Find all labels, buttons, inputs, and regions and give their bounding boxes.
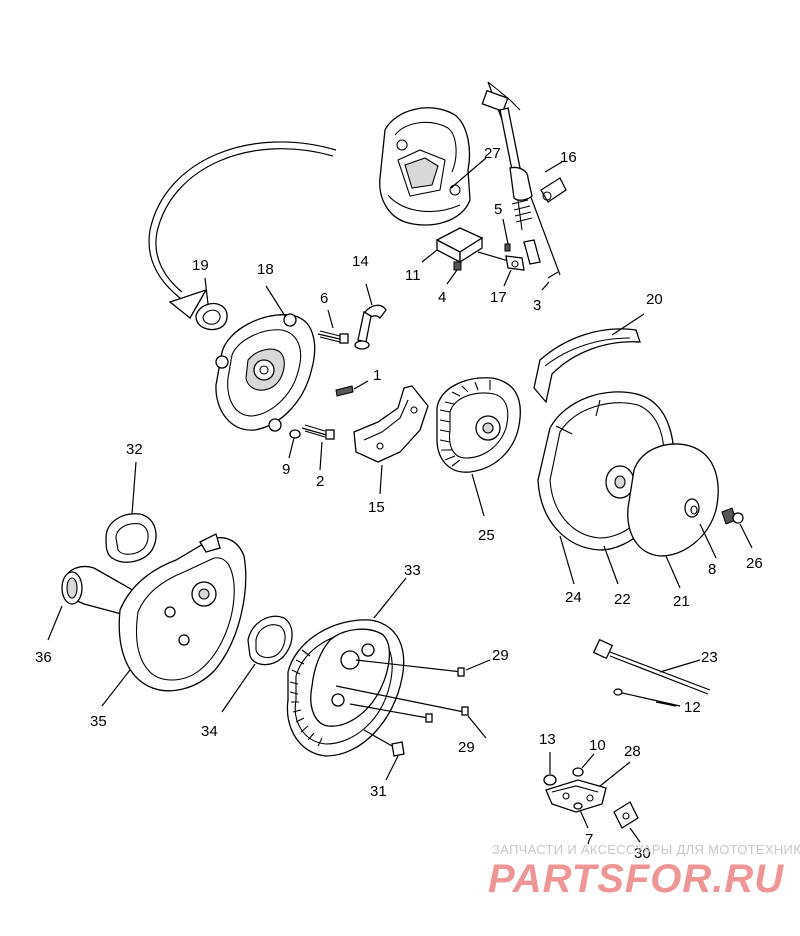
callout-20: 20 bbox=[646, 291, 663, 308]
callout-25: 25 bbox=[478, 527, 495, 544]
callout-34: 34 bbox=[201, 723, 218, 740]
callout-14: 14 bbox=[352, 253, 369, 270]
callout-23: 23 bbox=[701, 649, 718, 666]
filter-element-part-25 bbox=[436, 377, 521, 517]
watermark-logo: PARTSFOR.RU bbox=[488, 857, 784, 901]
rod-part-23 bbox=[592, 638, 711, 695]
bracket-part-28 bbox=[545, 761, 631, 813]
trim-part-20 bbox=[533, 313, 645, 404]
nut-part-31 bbox=[363, 729, 405, 781]
callout-35: 35 bbox=[90, 713, 107, 730]
callout-11: 11 bbox=[405, 267, 421, 284]
clip-part-30 bbox=[613, 801, 641, 843]
bracket-part-15 bbox=[353, 385, 429, 495]
callout-30: 30 bbox=[634, 845, 651, 862]
rod-part-12 bbox=[613, 688, 681, 707]
watermark-tagline: ЗАПЧАСТИ И АКСЕССУАРЫ ДЛЯ МОТОТЕХНИКИ bbox=[492, 842, 800, 857]
callout-32: 32 bbox=[126, 441, 143, 458]
gasket-part-19 bbox=[195, 277, 228, 331]
screw-part-3 bbox=[541, 271, 559, 291]
backplate-part-18 bbox=[215, 285, 316, 432]
long-bolt-part-29 bbox=[335, 659, 491, 739]
callout-17: 17 bbox=[490, 289, 507, 306]
callout-2: 2 bbox=[316, 473, 324, 490]
callout-1: 1 bbox=[373, 367, 381, 384]
callout-18: 18 bbox=[257, 261, 274, 278]
callout-6: 6 bbox=[320, 290, 328, 307]
adjuster-part-17 bbox=[477, 239, 541, 287]
screw-part-7 bbox=[573, 802, 589, 829]
callout-4: 4 bbox=[438, 289, 446, 306]
pin-part-5 bbox=[502, 218, 511, 252]
gasket-part-34 bbox=[221, 615, 293, 713]
breather-hose-part-16 bbox=[481, 81, 567, 276]
callout-26: 26 bbox=[746, 555, 763, 572]
bolt-part-6 bbox=[317, 309, 349, 344]
callout-12: 12 bbox=[684, 699, 701, 716]
callout-3: 3 bbox=[533, 297, 541, 314]
watermark: ЗАПЧАСТИ И АКСЕССУАРЫ ДЛЯ МОТОТЕХНИКИ PA… bbox=[488, 842, 800, 901]
callout-15: 15 bbox=[368, 499, 385, 516]
callout-21: 21 bbox=[673, 593, 690, 610]
breather-housing-part-27 bbox=[379, 107, 487, 226]
callout-29-upper: 29 bbox=[492, 647, 509, 664]
backing-housing-part-35 bbox=[101, 533, 247, 707]
callout-31: 31 bbox=[370, 783, 387, 800]
callout-28: 28 bbox=[624, 743, 641, 760]
callout-16: 16 bbox=[560, 149, 577, 166]
callout-33: 33 bbox=[404, 562, 421, 579]
screw-part-26 bbox=[721, 507, 753, 549]
callout-19: 19 bbox=[192, 257, 209, 274]
assembly-direction-arrow bbox=[148, 141, 337, 319]
callout-24: 24 bbox=[565, 589, 582, 606]
callout-29-lower: 29 bbox=[458, 739, 475, 756]
callout-22: 22 bbox=[614, 591, 631, 608]
callout-13: 13 bbox=[539, 731, 556, 748]
callout-8: 8 bbox=[708, 561, 716, 578]
callout-27: 27 bbox=[484, 145, 501, 162]
bent-tube-part-14 bbox=[354, 283, 387, 350]
washer-part-9 bbox=[288, 429, 301, 459]
face-plate-part-21 bbox=[627, 443, 719, 589]
nut-part-10 bbox=[572, 753, 595, 777]
callout-9: 9 bbox=[282, 461, 290, 478]
filter-assembly-part-33 bbox=[286, 577, 407, 757]
gasket-part-32 bbox=[105, 461, 157, 563]
callout-5: 5 bbox=[494, 201, 502, 218]
callout-labels: 1 2 3 4 5 6 7 8 9 10 11 12 13 14 15 16 1… bbox=[35, 145, 763, 862]
callout-36: 36 bbox=[35, 649, 52, 666]
small-bolt-part-4 bbox=[446, 261, 462, 285]
screw-part-1 bbox=[335, 380, 369, 397]
washer-part-8 bbox=[690, 505, 717, 559]
callout-10: 10 bbox=[589, 737, 606, 754]
mounting-plate-part-11 bbox=[421, 227, 484, 264]
bolt-part-2 bbox=[301, 424, 335, 471]
callout-7: 7 bbox=[585, 831, 593, 848]
nut-part-13 bbox=[543, 752, 557, 786]
